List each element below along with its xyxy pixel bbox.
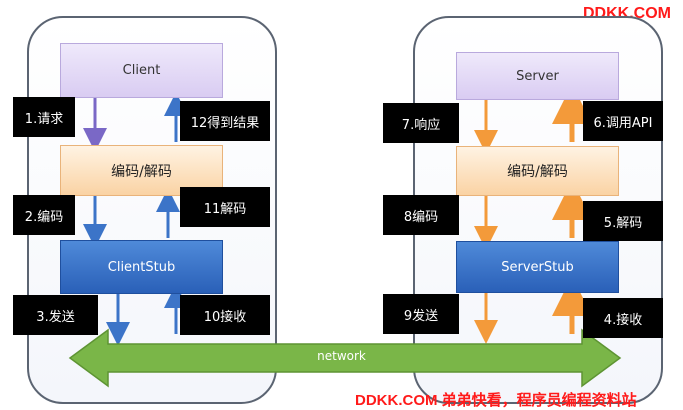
client-box: Client bbox=[60, 43, 223, 98]
step-5-decode: 5.解码 bbox=[583, 201, 663, 241]
step-12-result: 12得到结果 bbox=[180, 101, 270, 141]
step-3-send: 3.发送 bbox=[13, 295, 98, 335]
server-stub-box: ServerStub bbox=[456, 241, 619, 293]
step-11-decode: 11解码 bbox=[180, 187, 270, 227]
step-2-encode: 2.编码 bbox=[13, 195, 75, 235]
step-10-receive: 10接收 bbox=[180, 295, 270, 335]
step-8-encode: 8编码 bbox=[383, 195, 459, 235]
server-codec-box: 编码/解码 bbox=[456, 146, 619, 196]
step-1-request: 1.请求 bbox=[13, 97, 75, 137]
client-codec-box: 编码/解码 bbox=[60, 145, 223, 196]
step-7-respond: 7.响应 bbox=[383, 103, 459, 143]
step-4-receive: 4.接收 bbox=[583, 298, 663, 338]
network-label: network bbox=[317, 349, 366, 363]
watermark-bottom: DDKK.COM 弟弟快看，程序员编程资料站 bbox=[355, 392, 637, 409]
server-box: Server bbox=[456, 52, 619, 100]
network-arrow bbox=[68, 328, 622, 388]
client-stub-box: ClientStub bbox=[60, 240, 223, 294]
step-9-send: 9发送 bbox=[383, 294, 459, 334]
step-6-call-api: 6.调用API bbox=[583, 101, 663, 141]
